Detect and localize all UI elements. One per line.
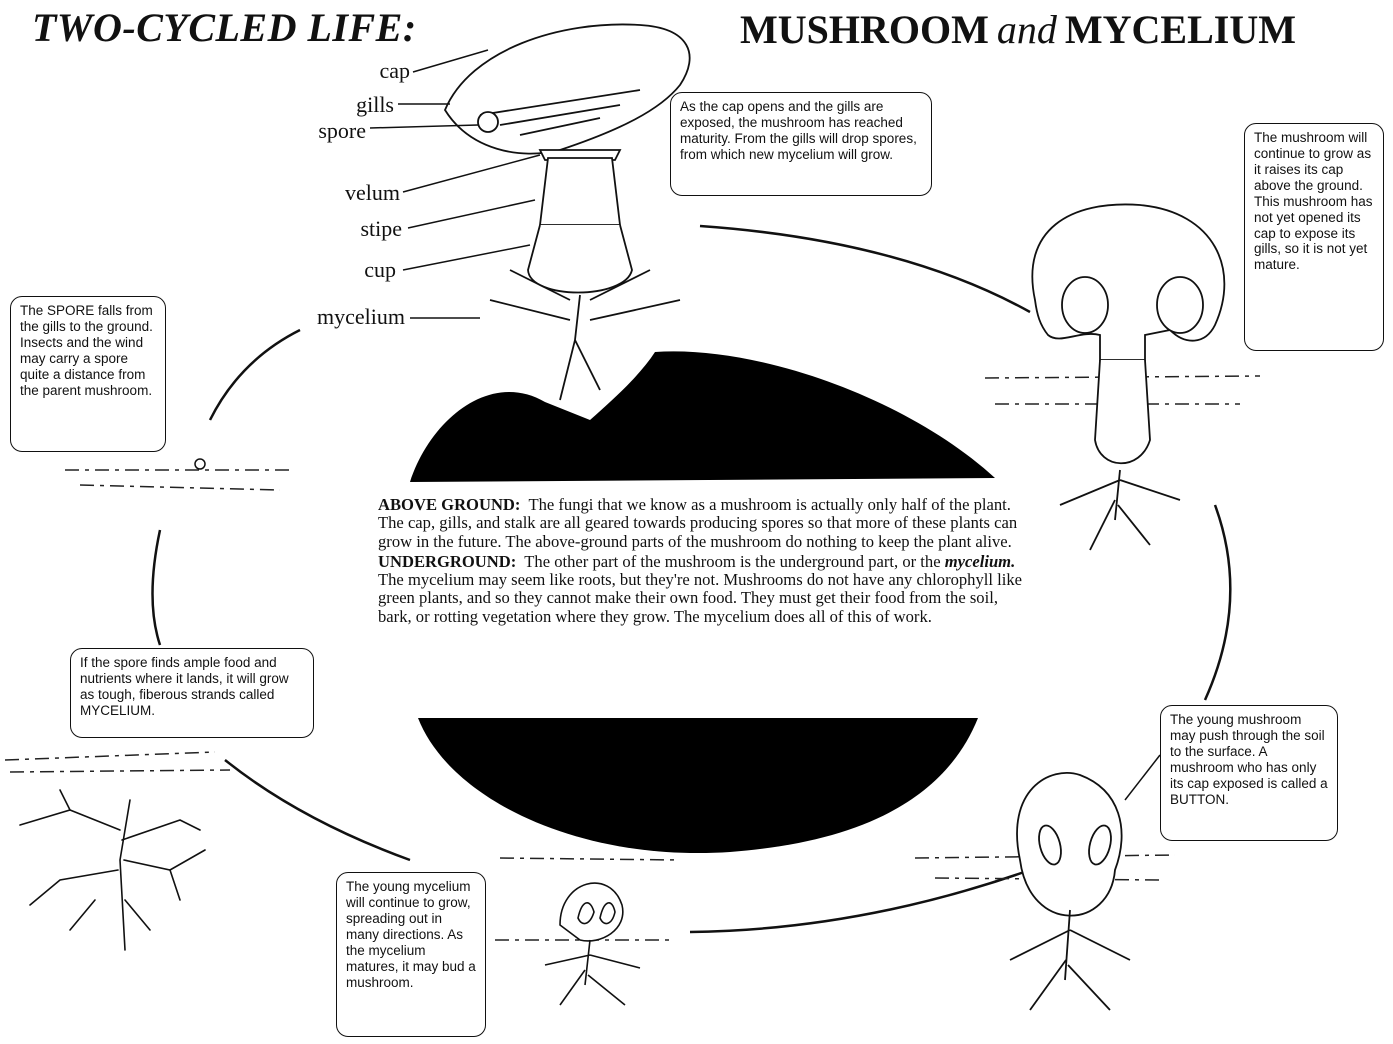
label-cap: cap	[280, 58, 410, 84]
label-stipe: stipe	[272, 216, 402, 242]
callout-young-mycelium: The young mycelium will continue to grow…	[336, 872, 486, 1037]
center-blob	[410, 351, 995, 482]
callout-button: The young mushroom may push through the …	[1160, 705, 1338, 841]
underground-body-2: The mycelium may seem like roots, but th…	[378, 570, 1022, 626]
title-and: and	[997, 7, 1057, 52]
callout-mature: As the cap opens and the gills are expos…	[670, 92, 932, 196]
label-mycelium: mycelium	[275, 304, 405, 330]
label-velum: velum	[270, 180, 400, 206]
button-mushroom	[1010, 773, 1130, 1010]
growing-mushroom	[1032, 204, 1224, 550]
underground-body-1: The other part of the mushroom is the un…	[524, 552, 940, 571]
underground-paragraph: UNDERGROUND: The other part of the mushr…	[378, 553, 1026, 626]
callout-spore: The SPORE falls from the gills to the gr…	[10, 296, 166, 452]
spore-on-ground	[195, 459, 205, 469]
budding-mycelium	[545, 883, 640, 1005]
above-ground-label: ABOVE GROUND:	[378, 495, 520, 514]
mycelium-strands	[20, 790, 205, 950]
underground-mycelium-term: mycelium.	[945, 552, 1016, 571]
callout-connectors	[1125, 755, 1160, 800]
label-cup: cup	[266, 257, 396, 283]
callout-growing: The mushroom will continue to grow as it…	[1244, 123, 1384, 351]
callout-mycelium-start: If the spore finds ample food and nutrie…	[70, 648, 314, 738]
center-blob-bottom	[418, 718, 978, 853]
center-explanation: ABOVE GROUND: The fungi that we know as …	[378, 496, 1026, 628]
above-ground-paragraph: ABOVE GROUND: The fungi that we know as …	[378, 496, 1026, 551]
label-gills: gills	[264, 92, 394, 118]
title-mushroom: MUSHROOM	[740, 7, 989, 52]
title-mycelium: MYCELIUM	[1065, 7, 1296, 52]
label-spore: spore	[236, 118, 366, 144]
title-left: TWO-CYCLED LIFE:	[32, 4, 417, 51]
underground-label: UNDERGROUND:	[378, 552, 516, 571]
